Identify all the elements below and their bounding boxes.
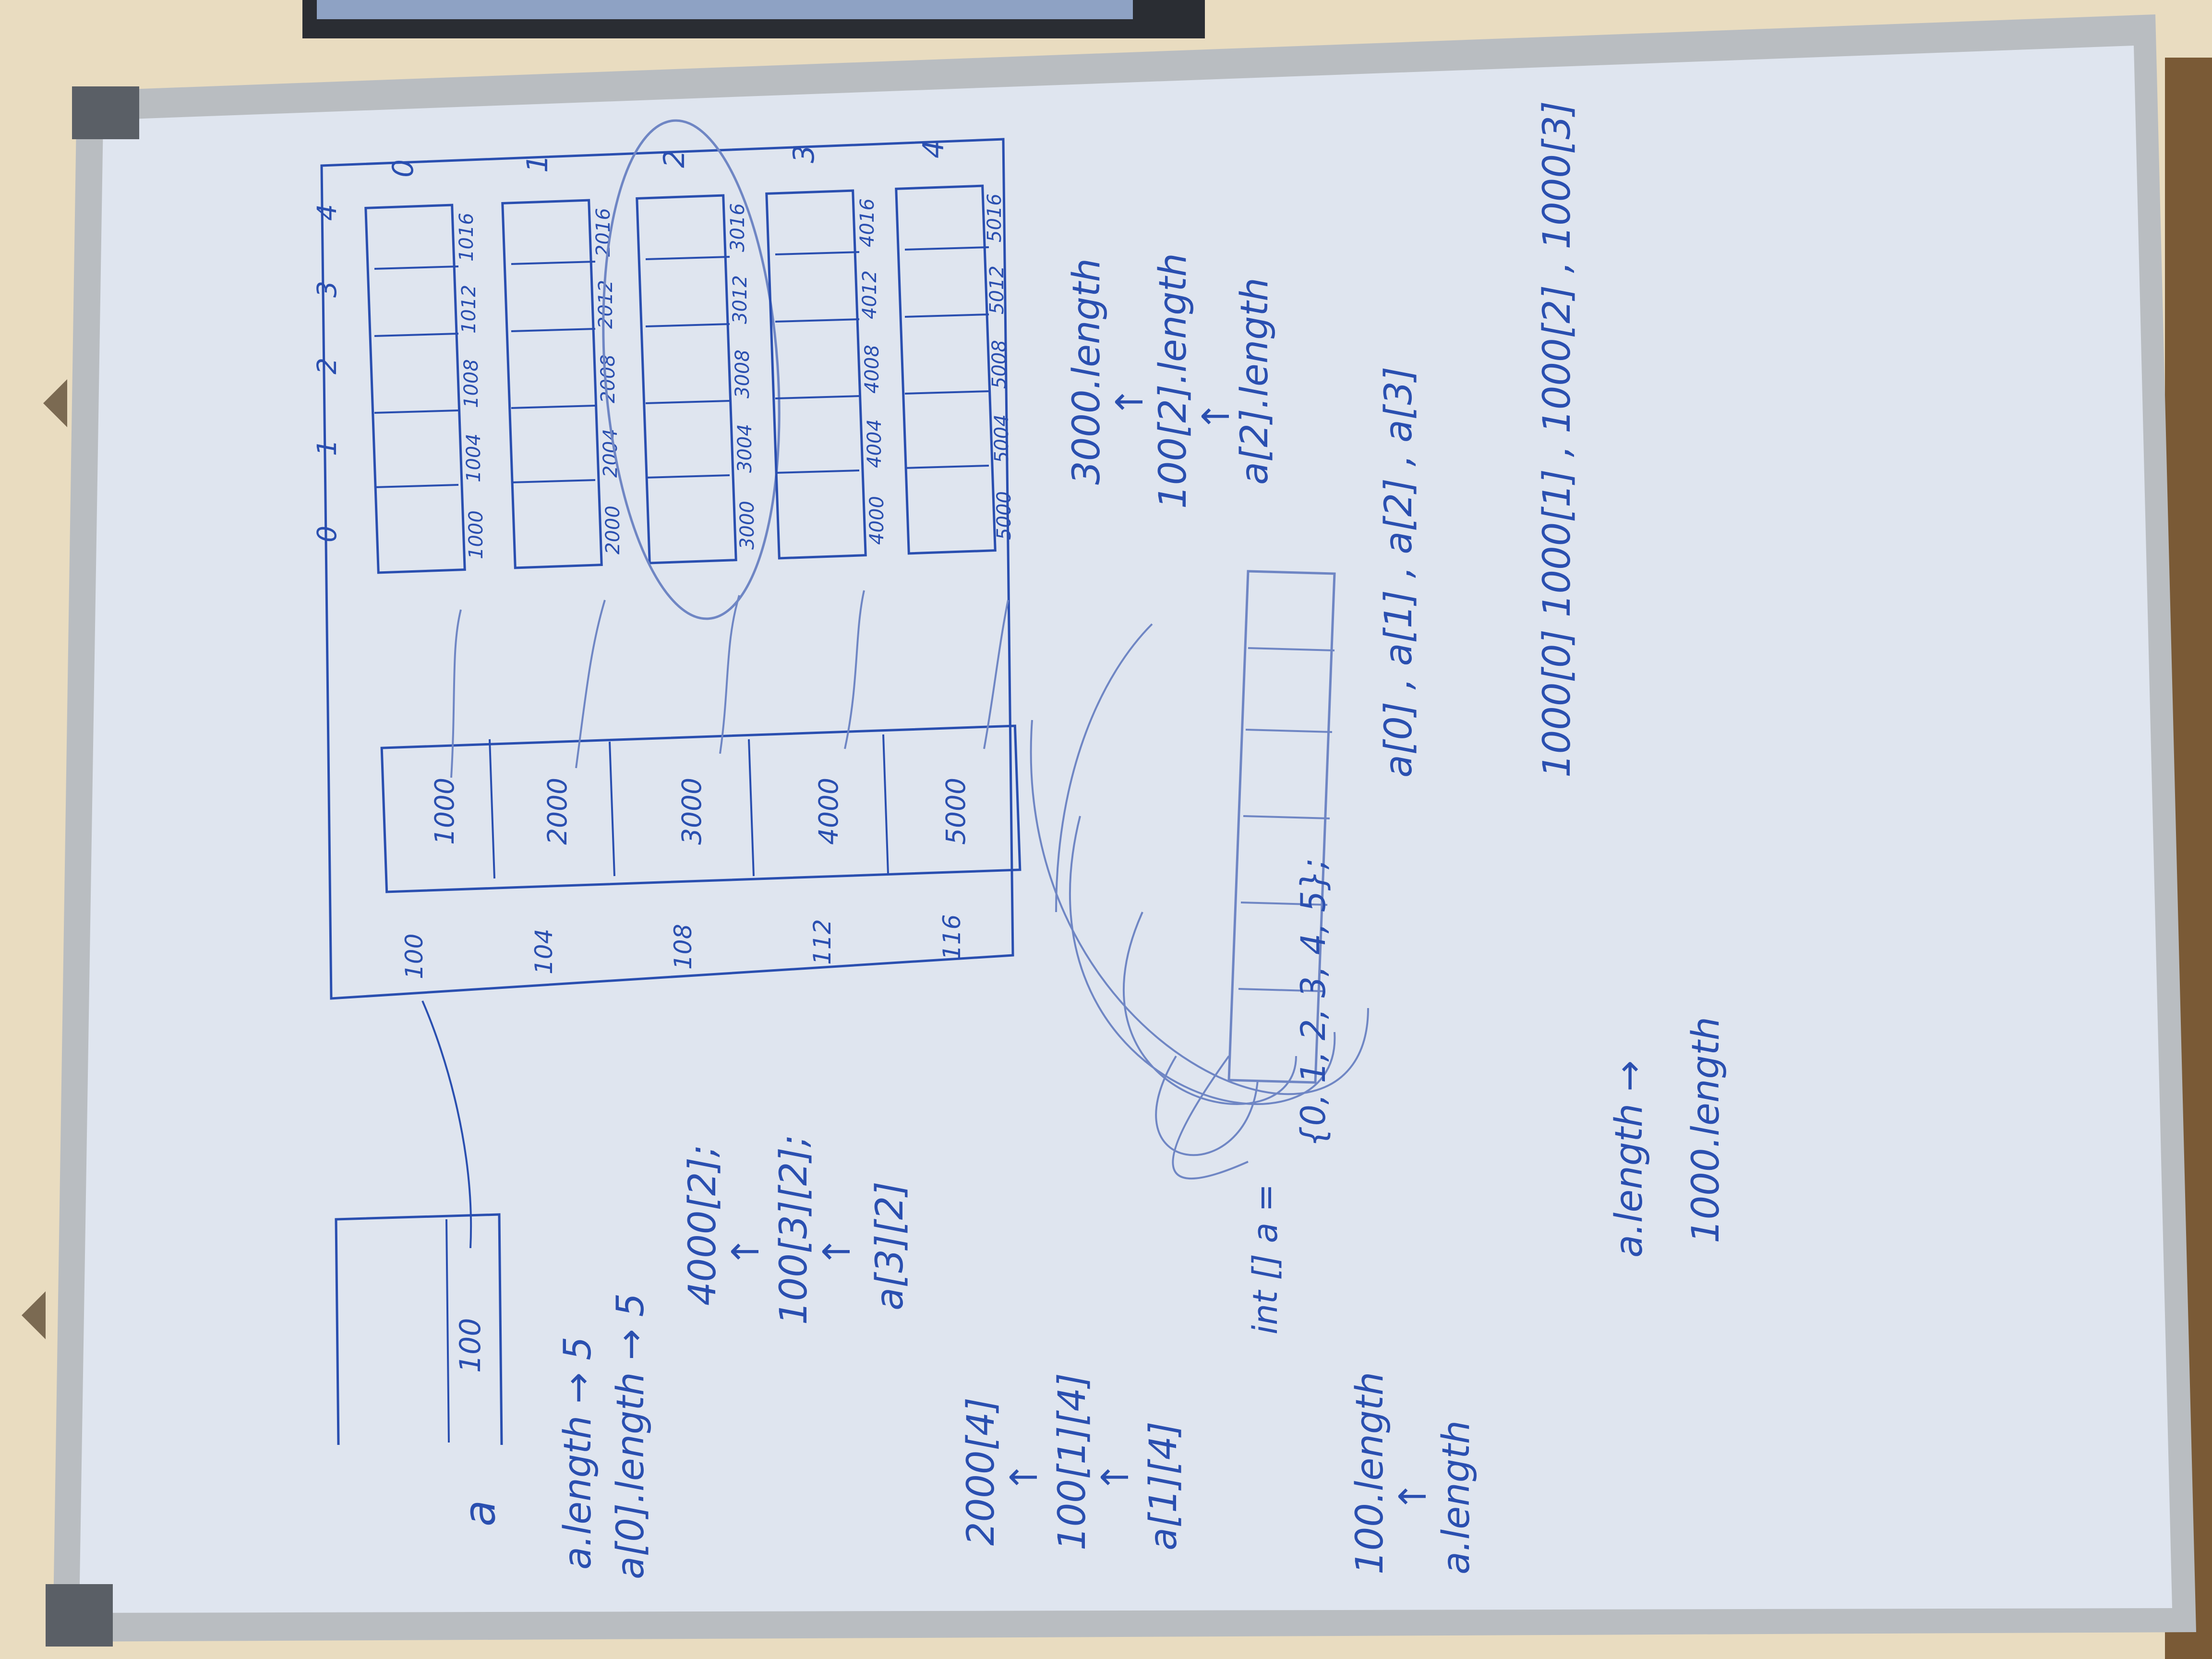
var-a-pointer-arrow [421, 1000, 472, 1249]
inner-cell-address: 4016 [856, 198, 878, 247]
note-line: ↑ [1003, 1462, 1046, 1493]
board-corner-tl [72, 86, 139, 139]
inner-cell-address: 5008 [988, 340, 1010, 389]
inner-cell-address: 2012 [595, 280, 617, 329]
highlight-ellipse [602, 119, 781, 620]
top-index-label: 4 [312, 204, 342, 221]
note-line: a.length → 5 [556, 1336, 600, 1570]
board-surface [79, 46, 2172, 1613]
inner-cell-address: 4000 [866, 496, 888, 545]
inner-cell-address: 5016 [984, 193, 1006, 242]
inner-row-1: 2000 2004 2008 2012 2016 1 [501, 155, 624, 569]
monitor-screen-strip [317, 0, 1133, 19]
pointer-address: 104 [530, 929, 558, 974]
note-line: a[2].length [1233, 277, 1276, 485]
inner-cell-address: 2008 [597, 354, 619, 403]
notes-right: 3000.length ↑ 100[2].length ↑ a[2].lengt… [1065, 101, 1579, 778]
note-line: ↑ [724, 1236, 768, 1267]
inner-cell-address: 1016 [456, 213, 478, 262]
note-line: a[1][4] [1142, 1421, 1185, 1551]
inner-row-3: 4000 4004 4008 4012 4016 3 [765, 145, 888, 560]
note-line: ↑ [1392, 1481, 1435, 1512]
inner-row-4: 5000 5004 5008 5012 5016 4 [895, 140, 1015, 555]
pointer-array: 1000 2000 3000 4000 5000 100 104 108 112… [380, 724, 1022, 979]
note-line: 3000.length [1065, 258, 1108, 485]
pointer-address: 100 [400, 934, 428, 979]
int-array-sketch [1030, 570, 1369, 1180]
var-a-value: 100 [454, 1318, 487, 1373]
note-line: 1000.length [1684, 1017, 1728, 1243]
notes-left: a.length → 5 a[0].length → 5 4000[2]; ↑ … [556, 858, 1728, 1579]
pointer-value: 1000 [429, 778, 460, 845]
inner-cell-address: 1000 [465, 510, 487, 559]
note-line: a[3][2] [868, 1181, 912, 1310]
inner-cell-address: 1004 [463, 433, 485, 482]
note-line: 4000[2]; [681, 1145, 724, 1306]
inner-cell-address: 2000 [602, 505, 624, 554]
note-line: a[0] , a[1] , a[2] , a[3] [1377, 367, 1420, 778]
inner-cell-address: 5004 [991, 414, 1013, 463]
inner-row-index: 3 [787, 145, 821, 163]
diagram-boundary [320, 138, 1014, 1000]
pointer-value: 3000 [676, 778, 707, 845]
note-line: ↑ [1094, 1462, 1137, 1493]
note-line: 100[3][2]; [772, 1135, 816, 1325]
inner-cell-address: 3004 [734, 424, 756, 473]
note-line: 100[1][4] [1051, 1373, 1094, 1551]
note-line: a[0].length → 5 [609, 1293, 652, 1579]
inner-row-index: 1 [521, 155, 554, 173]
board-corner-bl [46, 1584, 113, 1647]
inner-row-2: 3000 3004 3008 3012 3016 2 [602, 119, 781, 620]
note-line: ↑ [1108, 386, 1152, 418]
top-index-labels: 0 1 2 3 4 [312, 204, 342, 542]
inner-cell-address: 3008 [732, 349, 754, 398]
inner-row-index: 4 [917, 140, 950, 158]
pointer-address: 108 [669, 924, 697, 970]
pointer-value: 2000 [542, 778, 573, 845]
inner-cell-address: 3016 [727, 203, 749, 252]
inner-cell-address: 4012 [859, 270, 881, 319]
inner-cell-address: 1008 [460, 359, 482, 408]
note-line: ↑ [816, 1236, 859, 1267]
note-line: int [] a = [1246, 1184, 1285, 1334]
inner-cell-address: 3000 [736, 501, 758, 550]
top-index-label: 3 [312, 281, 342, 298]
board-clip-upper [43, 379, 67, 427]
inner-cell-address: 4004 [864, 419, 886, 468]
note-line: 1000[0] 1000[1] , 1000[2] , 1000[3] [1536, 101, 1579, 778]
variable-a-box: 100 a [335, 1000, 505, 1527]
inner-cell-address: 1012 [458, 285, 480, 334]
note-line: {0, 1, 2, 3, 4, 5}; [1294, 858, 1333, 1147]
top-index-label: 1 [312, 439, 342, 456]
note-line: a.length [1435, 1420, 1478, 1575]
pointer-address: 116 [938, 914, 966, 960]
inner-row-0: 1000 1004 1008 1012 1016 0 [364, 159, 487, 574]
inner-cell-address: 5012 [986, 265, 1008, 314]
inner-cell-address: 3012 [729, 275, 751, 324]
pointer-address: 112 [808, 919, 836, 965]
pointer-value: 5000 [940, 778, 971, 845]
inner-row-index: 2 [658, 150, 691, 168]
note-line: 100.length [1348, 1372, 1392, 1575]
note-line: 100[2].length [1152, 253, 1195, 509]
inner-cell-address: 4008 [861, 345, 883, 394]
note-line: ↑ [1195, 401, 1238, 432]
inner-cell-address: 5000 [993, 491, 1015, 540]
inner-arrays: 1000 1004 1008 1012 1016 0 2000 2004 200… [364, 119, 1015, 620]
pointer-value: 4000 [813, 778, 844, 845]
note-line: a.length → [1608, 1060, 1651, 1258]
pointer-arrows [450, 590, 1009, 778]
top-index-label: 0 [312, 526, 342, 542]
top-index-label: 2 [312, 358, 342, 374]
note-line: 2000[4] [960, 1397, 1003, 1546]
var-a-name: a [455, 1500, 505, 1527]
board-clip-lower [22, 1291, 46, 1339]
inner-row-index: 0 [386, 159, 420, 178]
